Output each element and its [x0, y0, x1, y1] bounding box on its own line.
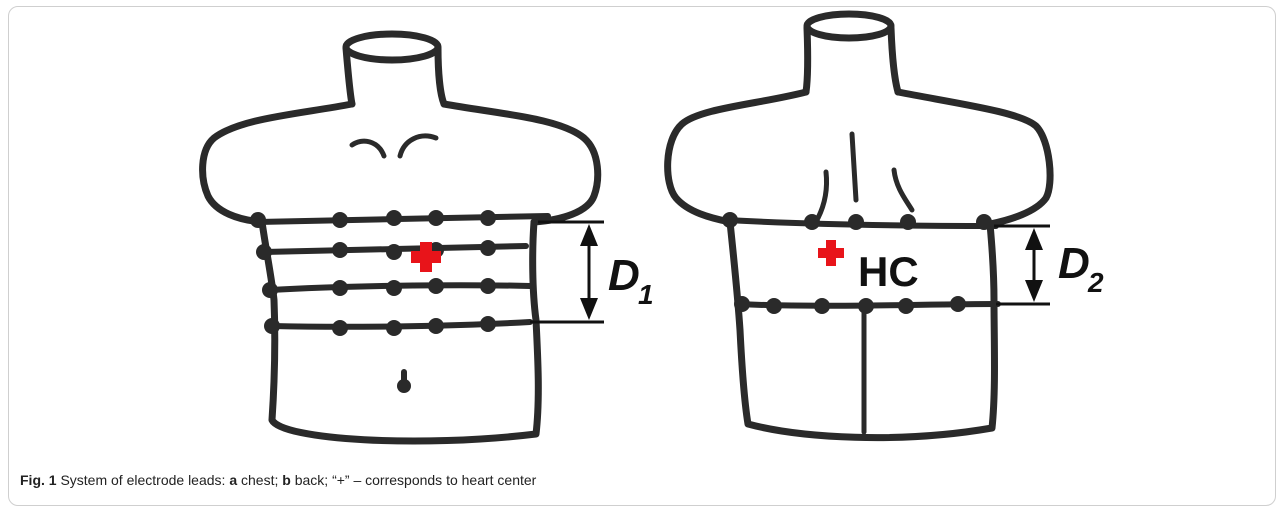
caption-text-2: chest;: [237, 472, 282, 488]
caption-b-label: b: [282, 472, 291, 488]
d2-subscript: 2: [1087, 267, 1104, 298]
caption-text-1: System of electrode leads:: [57, 472, 230, 488]
chest-torso: [203, 34, 598, 441]
caption-a-label: a: [229, 472, 237, 488]
d1-label: D: [608, 251, 640, 300]
d1-subscript: 1: [638, 279, 654, 310]
d2-dimension: [994, 226, 1050, 304]
d1-dimension: [530, 222, 604, 322]
heart-center-label: HC: [858, 248, 919, 295]
d2-label: D: [1058, 239, 1090, 288]
caption-fig-label: Fig. 1: [20, 472, 57, 488]
heart-center-plus-icon-back: [818, 240, 844, 266]
chest-electrodes: [250, 210, 496, 393]
caption-text-3: back; “+” – corresponds to heart center: [291, 472, 537, 488]
figure-caption: Fig. 1 System of electrode leads: a ches…: [20, 472, 536, 488]
figure-illustration: D 1 D 2 HC: [0, 0, 1284, 470]
